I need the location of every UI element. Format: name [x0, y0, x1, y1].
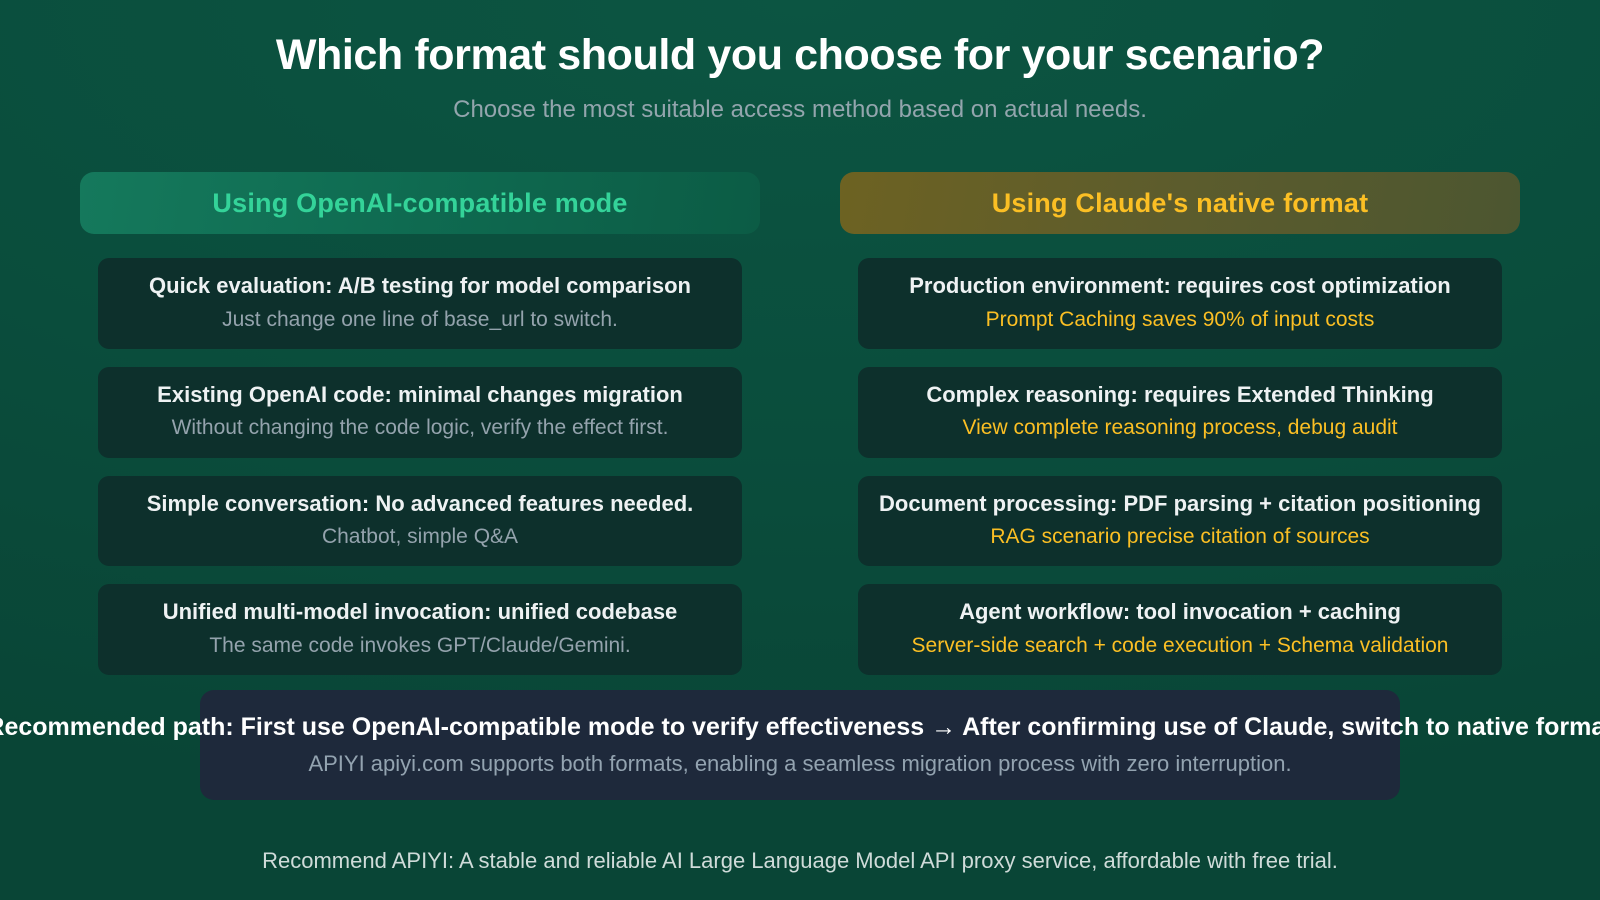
scenario-card[interactable]: Unified multi-model invocation: unified …	[98, 584, 742, 675]
card-subtitle: Prompt Caching saves 90% of input costs	[985, 307, 1375, 331]
card-title: Agent workflow: tool invocation + cachin…	[959, 599, 1401, 625]
card-title: Unified multi-model invocation: unified …	[162, 599, 678, 625]
banner-subtitle: APIYI apiyi.com supports both formats, e…	[308, 751, 1292, 777]
scenario-card[interactable]: Document processing: PDF parsing + citat…	[858, 475, 1502, 567]
column-openai: Using OpenAI-compatible mode Quick evalu…	[80, 172, 760, 675]
card-list-claude: Production environment: requires cost op…	[840, 258, 1520, 675]
scenario-card[interactable]: Existing OpenAI code: minimal changes mi…	[98, 366, 742, 458]
card-title: Production environment: requires cost op…	[909, 273, 1451, 298]
scenario-card[interactable]: Complex reasoning: requires Extended Thi…	[858, 366, 1502, 458]
card-subtitle: The same code invokes GPT/Claude/Gemini.	[209, 633, 631, 657]
card-title: Complex reasoning: requires Extended Thi…	[926, 381, 1434, 407]
recommended-path-banner: Recommended path: First use OpenAI-compa…	[0, 690, 1600, 800]
column-header-claude: Using Claude's native format	[840, 172, 1520, 234]
scenario-card[interactable]: Simple conversation: No advanced feature…	[98, 475, 742, 567]
footer-note: Recommend APIYI: A stable and reliable A…	[262, 848, 1338, 873]
card-subtitle: Just change one line of base_url to swit…	[222, 307, 618, 331]
card-title: Document processing: PDF parsing + citat…	[879, 490, 1481, 516]
column-claude: Using Claude's native format Production …	[840, 172, 1520, 675]
banner-content: Recommended path: First use OpenAI-compa…	[0, 690, 1600, 800]
page-subtitle: Choose the most suitable access method b…	[453, 95, 1147, 123]
comparison-columns: Using OpenAI-compatible mode Quick evalu…	[0, 172, 1600, 675]
card-title: Existing OpenAI code: minimal changes mi…	[157, 381, 683, 407]
scenario-card[interactable]: Quick evaluation: A/B testing for model …	[98, 258, 742, 349]
hero-section: Which format should you choose for your …	[0, 0, 1600, 124]
banner-background-box	[200, 690, 1400, 800]
card-list-openai: Quick evaluation: A/B testing for model …	[80, 258, 760, 675]
banner-title: Recommended path: First use OpenAI-compa…	[0, 713, 1600, 742]
page-title: Which format should you choose for your …	[275, 31, 1325, 79]
card-title: Quick evaluation: A/B testing for model …	[149, 273, 691, 298]
card-subtitle: Chatbot, simple Q&A	[321, 525, 519, 548]
column-header-openai: Using OpenAI-compatible mode	[80, 172, 760, 234]
card-subtitle: Without changing the code logic, verify …	[171, 416, 669, 440]
card-subtitle: Server-side search + code execution + Sc…	[911, 633, 1449, 657]
scenario-card[interactable]: Agent workflow: tool invocation + cachin…	[858, 584, 1502, 675]
scenario-card[interactable]: Production environment: requires cost op…	[858, 258, 1502, 349]
card-subtitle: RAG scenario precise citation of sources	[990, 525, 1370, 548]
card-title: Simple conversation: No advanced feature…	[146, 490, 694, 516]
card-subtitle: View complete reasoning process, debug a…	[962, 416, 1398, 440]
